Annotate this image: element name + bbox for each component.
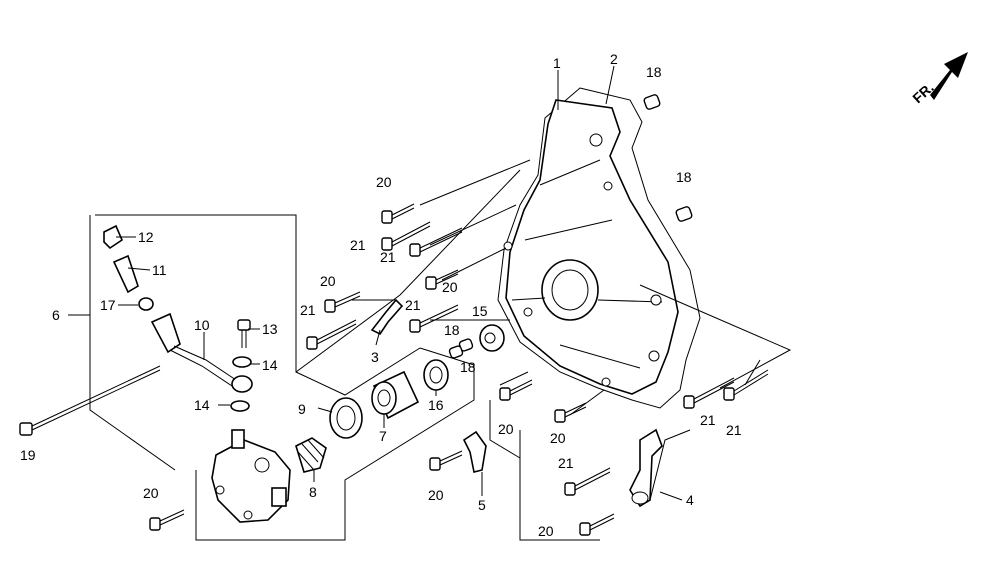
callout-21-a: 21 bbox=[350, 237, 366, 253]
bolt-21-c bbox=[306, 319, 357, 350]
bolt-21-d bbox=[409, 304, 459, 333]
assembly-leader-lines bbox=[68, 159, 792, 541]
callout-21-d: 21 bbox=[405, 297, 421, 313]
callout-21-b: 21 bbox=[380, 249, 396, 265]
bolt-20-d bbox=[499, 379, 533, 401]
callout-20-d: 20 bbox=[498, 421, 514, 437]
callout-11: 11 bbox=[152, 262, 167, 278]
callout-20-b: 20 bbox=[320, 273, 336, 289]
callout-21-g: 21 bbox=[558, 455, 574, 471]
callout-13: 13 bbox=[262, 321, 278, 337]
callout-20-f: 20 bbox=[428, 487, 444, 503]
callout-9: 9 bbox=[298, 401, 306, 417]
bolt-21-e bbox=[683, 377, 735, 409]
bleeder-valve-part-11 bbox=[112, 254, 139, 294]
bolt-20-g bbox=[579, 513, 615, 536]
clip-part-3 bbox=[370, 298, 404, 336]
callout-6: 6 bbox=[52, 307, 60, 323]
callout-18-c: 18 bbox=[444, 322, 460, 338]
collar-part-15 bbox=[479, 324, 505, 352]
cable-guide-part-4 bbox=[629, 428, 663, 508]
callout-18-a: 18 bbox=[646, 64, 662, 80]
clutch-hose-part-10 bbox=[150, 312, 253, 393]
bolt-21-b bbox=[409, 227, 463, 257]
sealing-washer-part-14-b bbox=[230, 400, 250, 412]
front-direction-label: FR. bbox=[909, 79, 936, 106]
crankcase-cover bbox=[497, 87, 701, 409]
callout-20-c: 20 bbox=[442, 279, 458, 295]
callout-12: 12 bbox=[138, 229, 154, 245]
dowel-pin-18-d bbox=[448, 345, 464, 359]
bolt-20-f bbox=[429, 450, 463, 471]
callout-18-d: 18 bbox=[460, 359, 476, 375]
callout-18-b: 18 bbox=[676, 169, 692, 185]
callout-1: 1 bbox=[553, 55, 561, 71]
callout-16: 16 bbox=[428, 397, 444, 413]
dowel-pin-18-b bbox=[675, 206, 693, 222]
callout-14-a: 14 bbox=[262, 357, 278, 373]
bolt-20-a bbox=[381, 203, 415, 224]
callout-20-a: 20 bbox=[376, 174, 392, 190]
callout-leaders bbox=[116, 65, 683, 501]
callout-21-e: 21 bbox=[700, 412, 716, 428]
callout-20-h: 20 bbox=[538, 523, 554, 539]
dowel-pin-18-a bbox=[643, 94, 661, 110]
callout-20-e: 20 bbox=[550, 430, 566, 446]
callout-19: 19 bbox=[20, 447, 36, 463]
callout-20-g: 20 bbox=[143, 485, 159, 501]
callout-21-c: 21 bbox=[300, 302, 316, 318]
front-arrow-icon bbox=[930, 52, 968, 100]
bolt-21-a bbox=[381, 221, 431, 251]
bleeder-cap-part-12 bbox=[103, 224, 123, 250]
oil-bolt-part-13 bbox=[237, 319, 251, 348]
callout-14-b: 14 bbox=[194, 397, 210, 413]
callout-17: 17 bbox=[100, 297, 116, 313]
callout-10: 10 bbox=[194, 317, 210, 333]
spring-part-8 bbox=[295, 437, 327, 473]
bolt-20-e bbox=[554, 402, 587, 423]
callout-15: 15 bbox=[472, 303, 488, 319]
bracket-part-5 bbox=[462, 430, 487, 473]
callout-4: 4 bbox=[686, 492, 694, 508]
oil-seal-part-9 bbox=[329, 397, 363, 439]
callout-8: 8 bbox=[309, 484, 317, 500]
callout-2: 2 bbox=[610, 51, 618, 67]
callout-21-f: 21 bbox=[726, 422, 742, 438]
callout-5: 5 bbox=[478, 497, 486, 513]
bolt-20-h bbox=[149, 509, 185, 531]
bolt-21-g bbox=[564, 467, 611, 496]
bearing-part-16 bbox=[423, 359, 449, 391]
washer-part-17 bbox=[138, 297, 154, 311]
bolt-20-c bbox=[324, 291, 361, 313]
clutch-slave-cylinder bbox=[211, 429, 291, 523]
bolt-20-b bbox=[425, 269, 459, 290]
bolt-19 bbox=[19, 365, 161, 436]
callout-3: 3 bbox=[371, 349, 379, 365]
callout-7: 7 bbox=[379, 428, 387, 444]
roller-part-7 bbox=[371, 370, 420, 420]
bolt-21-f bbox=[723, 369, 769, 401]
sealing-washer-part-14-a bbox=[232, 356, 252, 368]
